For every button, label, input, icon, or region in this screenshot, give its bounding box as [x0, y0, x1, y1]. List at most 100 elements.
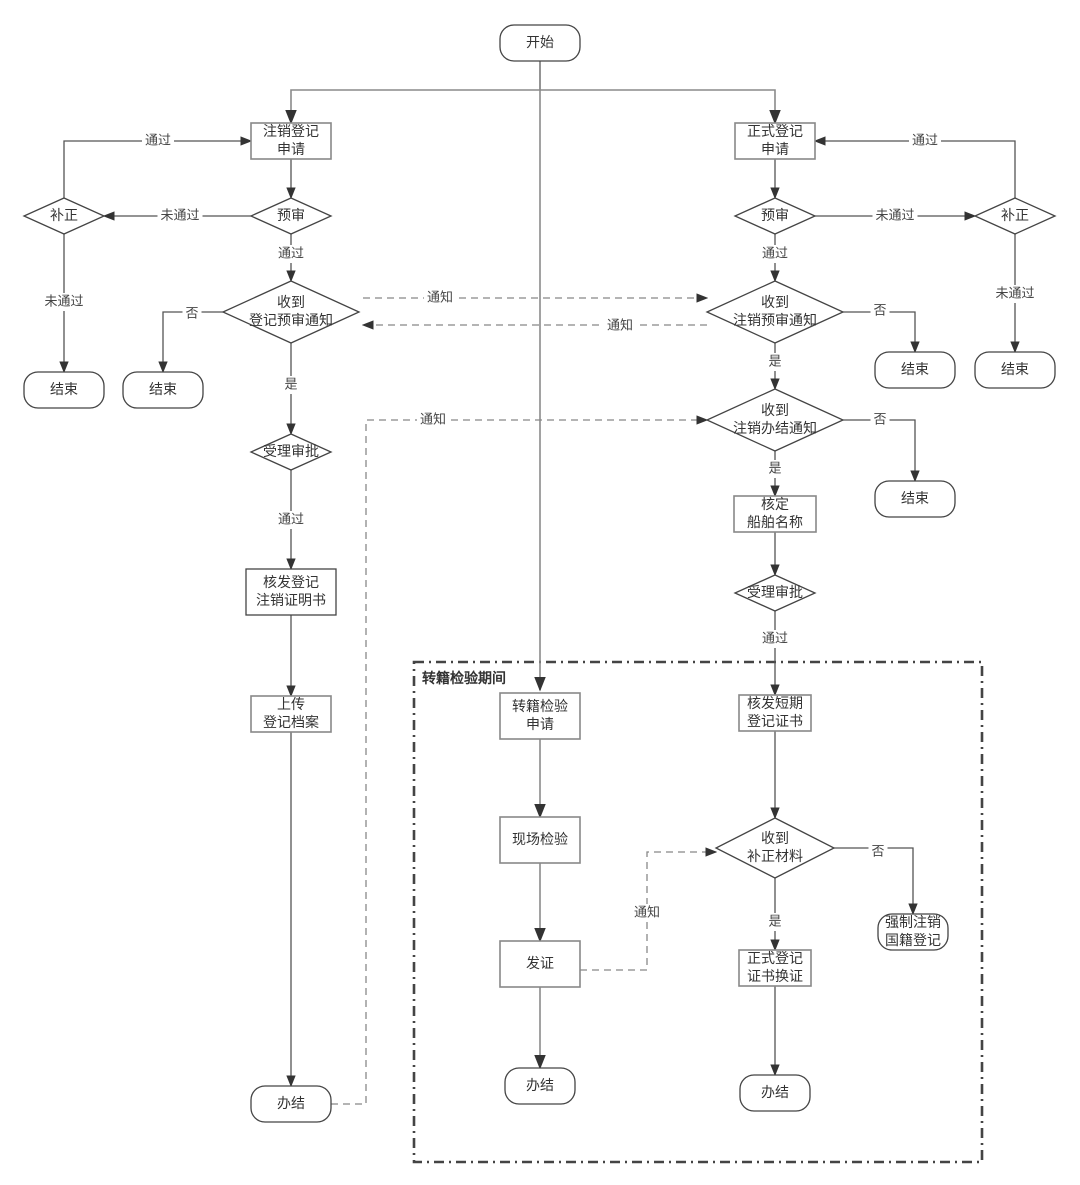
edge-label: 通过 [912, 134, 938, 149]
process-shape [250, 695, 332, 733]
edge-label-background [157, 207, 203, 225]
node-label: 登记预审通知 [249, 312, 333, 329]
node-label: 登记档案 [263, 714, 319, 731]
decision-shape [705, 388, 845, 452]
node-label: 强制注销 [885, 915, 941, 931]
node-formal-fix[interactable]: 补正 [973, 197, 1057, 235]
edge-label: 通知 [427, 290, 453, 306]
edge-e-reg-pre-no [158, 311, 223, 374]
node-formal-fix-end[interactable]: 结束 [974, 351, 1056, 389]
edge-label-background [870, 302, 890, 320]
node-label: 注销预审通知 [733, 312, 817, 329]
node-label: 核发短期 [747, 696, 803, 712]
terminal-shape [23, 371, 105, 409]
node-formal-pre[interactable]: 预审 [733, 197, 817, 235]
edge-label-background [631, 904, 663, 922]
edge-label: 未通过 [995, 287, 1034, 302]
node-label: 结束 [149, 382, 177, 398]
node-label: 注销办结通知 [733, 420, 817, 437]
node-label: 发证 [526, 956, 554, 972]
process-shape [733, 495, 817, 533]
node-label: 船舶名称 [747, 515, 803, 531]
node-label: 预审 [277, 208, 305, 224]
decision-shape [973, 197, 1057, 235]
node-transfer-done[interactable]: 办结 [504, 1067, 576, 1105]
node-recv-cancel-pre-end[interactable]: 结束 [874, 351, 956, 389]
node-label: 注销登记 [263, 124, 319, 140]
node-label: 结束 [50, 382, 78, 398]
node-label: 正式登记 [747, 124, 803, 140]
edge-label: 否 [873, 413, 886, 428]
edge-label: 是 [284, 378, 297, 393]
node-label: 补正 [1001, 208, 1029, 224]
edge-label: 通知 [607, 318, 633, 334]
node-formal-approve[interactable]: 受理审批 [733, 574, 817, 612]
node-cancel-pre[interactable]: 预审 [249, 197, 333, 235]
edge-label-background [759, 245, 791, 263]
edge-label: 是 [768, 355, 781, 370]
transfer-inspection-group-frame [412, 660, 984, 1164]
node-cancel-done[interactable]: 办结 [250, 1085, 332, 1123]
edge-e-cancel-done-no [843, 419, 920, 483]
edge-label-background [759, 630, 791, 648]
node-label: 预审 [761, 208, 789, 224]
process-shape [250, 122, 332, 160]
edge-label-background [765, 913, 785, 931]
edge-label: 通过 [278, 247, 304, 262]
edge-label-background [41, 293, 87, 311]
node-label: 收到 [761, 831, 789, 847]
edge-e-done-notify [331, 415, 709, 1105]
node-label: 申请 [277, 142, 305, 158]
edge-label-background [870, 411, 890, 429]
node-label: 收到 [277, 295, 305, 311]
node-label: 办结 [277, 1096, 305, 1112]
node-label: 补正 [50, 208, 78, 224]
node-cancel-approve[interactable]: 受理审批 [249, 433, 333, 471]
node-start[interactable]: 开始 [499, 24, 581, 62]
edge-label-background [872, 207, 918, 225]
node-label: 登记证书 [747, 714, 803, 730]
terminal-shape [739, 1074, 811, 1112]
node-recv-reg-pre-end[interactable]: 结束 [122, 371, 204, 409]
node-onsite-inspect[interactable]: 现场检验 [499, 816, 581, 864]
terminal-shape [250, 1085, 332, 1123]
terminal-shape [877, 913, 949, 951]
node-cancel-fix-end[interactable]: 结束 [23, 371, 105, 409]
node-cancel-fix[interactable]: 补正 [22, 197, 106, 235]
node-label: 上传 [277, 697, 305, 713]
process-shape [499, 940, 581, 988]
node-label: 结束 [901, 362, 929, 378]
node-label: 受理审批 [263, 444, 319, 460]
edge-label-background [909, 132, 941, 150]
node-label: 正式登记 [747, 951, 803, 967]
node-label: 转籍检验 [512, 698, 568, 715]
node-formal-done[interactable]: 办结 [739, 1074, 811, 1112]
edge-label: 通过 [278, 513, 304, 528]
decision-shape [22, 197, 106, 235]
edge-label-background [992, 285, 1038, 303]
node-label: 受理审批 [747, 585, 803, 601]
node-label: 办结 [761, 1085, 789, 1101]
decision-shape [249, 197, 333, 235]
edge-label: 通知 [420, 412, 446, 428]
terminal-shape [874, 480, 956, 518]
node-recv-cancel-done-end[interactable]: 结束 [874, 480, 956, 518]
edge-label: 通过 [145, 134, 171, 149]
node-issue-cert[interactable]: 发证 [499, 940, 581, 988]
edge-label-background [424, 289, 456, 307]
decision-shape [733, 197, 817, 235]
